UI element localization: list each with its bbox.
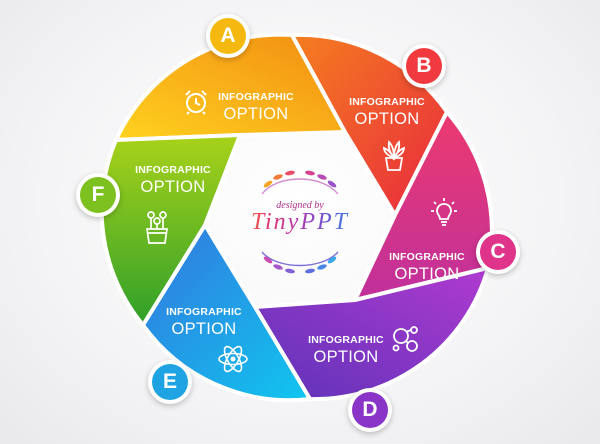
badge-a: A — [206, 14, 250, 58]
badge-b: B — [402, 44, 446, 88]
segment-c-label-small: INFOGRAPHIC — [389, 251, 465, 263]
badge-a-letter: A — [210, 18, 246, 54]
segment-e-label: INFOGRAPHIC OPTION — [154, 307, 254, 337]
segment-d-label: INFOGRAPHIC OPTION — [296, 335, 396, 365]
tinyppt-logo: designed by TinyPPT — [232, 162, 368, 280]
badge-c-letter: C — [480, 234, 516, 270]
atom-icon — [218, 345, 248, 373]
segment-e-label-big: OPTION — [171, 319, 237, 338]
badge-f: F — [76, 173, 120, 217]
flower-pot-icon — [146, 211, 168, 244]
segment-b-label-small: INFOGRAPHIC — [349, 96, 425, 108]
segment-c-label: INFOGRAPHIC OPTION — [377, 252, 477, 282]
laurel-wreath-icon — [261, 170, 339, 274]
segment-a-label-small: INFOGRAPHIC — [218, 91, 294, 103]
segment-c-label-big: OPTION — [394, 264, 460, 283]
badge-c: C — [476, 230, 520, 274]
badge-f-letter: F — [80, 177, 116, 213]
segment-f — [99, 133, 242, 327]
segment-e-label-small: INFOGRAPHIC — [166, 306, 242, 318]
molecule-icon — [392, 326, 418, 352]
segment-f-label-big: OPTION — [140, 177, 206, 196]
badge-d: D — [348, 388, 392, 432]
segment-b-label: INFOGRAPHIC OPTION — [337, 97, 437, 127]
potted-plant-icon — [383, 140, 405, 171]
alarm-clock-icon — [185, 90, 207, 115]
badge-b-letter: B — [406, 48, 442, 84]
logo-byline: designed by — [276, 200, 324, 211]
segment-f-label: INFOGRAPHIC OPTION — [123, 165, 223, 195]
segment-d-label-big: OPTION — [313, 347, 379, 366]
segment-a-label: INFOGRAPHIC OPTION — [206, 92, 306, 122]
segment-d-label-small: INFOGRAPHIC — [308, 334, 384, 346]
logo-brand: TinyPPT — [232, 209, 368, 236]
segment-d — [253, 266, 490, 402]
lightbulb-icon — [431, 198, 457, 226]
segment-b-label-big: OPTION — [354, 109, 420, 128]
segment-f-label-small: INFOGRAPHIC — [135, 164, 211, 176]
badge-e: E — [148, 360, 192, 404]
segment-a-label-big: OPTION — [223, 104, 289, 123]
badge-d-letter: D — [352, 392, 388, 428]
badge-e-letter: E — [152, 364, 188, 400]
